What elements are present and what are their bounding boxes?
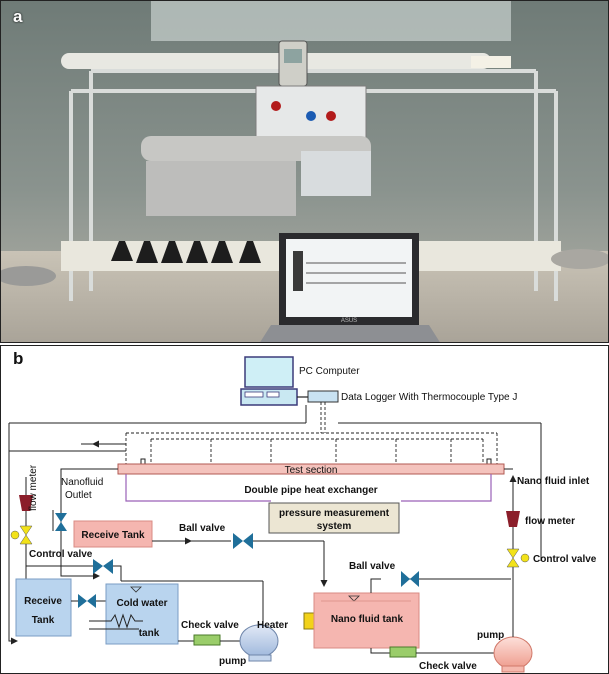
pressure-measurement-box	[268, 502, 400, 534]
pump-left-icon	[239, 624, 279, 662]
cold-water-label-1: Cold water	[116, 598, 167, 609]
panel-a-letter: a	[13, 7, 23, 26]
receive-tank-top-label: Receive Tank	[81, 530, 145, 541]
flow-meter-left-label: flow meter	[28, 464, 39, 511]
ball-valve-right-icon	[401, 571, 419, 587]
pc-computer-icon	[240, 356, 298, 406]
control-valve-left-label: Control valve	[29, 549, 93, 560]
cooling-coil	[89, 613, 143, 629]
cold-water-tank	[105, 583, 179, 645]
check-valve-right-icon	[389, 646, 417, 658]
control-valve-left-icon	[10, 525, 33, 545]
laptop-brand: ASUS	[341, 318, 357, 324]
outlet-valve-icon	[55, 513, 67, 531]
pressure-label-line1: pressure measurement	[279, 508, 390, 519]
flow-meter-right-icon	[506, 511, 520, 527]
panel-b-schematic: b PC Computer Data Logger With Thermocou…	[0, 345, 609, 674]
pc-computer-label: PC Computer	[299, 366, 360, 377]
heater-label: Heater	[257, 620, 288, 631]
check-valve-right-label: Check valve	[419, 661, 477, 672]
nanofluid-inlet-label: Nano fluid inlet	[517, 476, 590, 487]
ball-valve-top-label: Ball valve	[179, 523, 226, 534]
heater-icon	[303, 612, 315, 630]
receive-tank-top	[73, 520, 153, 548]
pressure-label-line2: system	[317, 521, 352, 532]
pump-right-label: pump	[477, 630, 504, 641]
check-valve-left-icon	[193, 634, 221, 646]
experimental-setup-photo: ASUS	[1, 1, 608, 342]
valve-receive-left-icon	[78, 594, 96, 608]
ball-valve-top-icon	[233, 533, 253, 549]
control-valve-right-label: Control valve	[533, 554, 597, 565]
schematic-diagram: PC Computer Data Logger With Thermocoupl…	[8, 356, 597, 673]
control-valve-right-icon	[506, 548, 530, 568]
ball-valve-right-label: Ball valve	[349, 561, 396, 572]
receive-tank-left-label-2: Tank	[32, 615, 55, 626]
nanofluid-outlet-label-1: Nanofluid	[61, 477, 103, 488]
receive-tank-left	[15, 578, 72, 637]
nanofluid-outlet-label-2: Outlet	[65, 490, 92, 501]
cold-water-label-2: tank	[139, 628, 160, 639]
nano-fluid-tank	[313, 592, 420, 649]
receive-tank-left-label-1: Receive	[24, 596, 62, 607]
double-pipe-label: Double pipe heat exchanger	[244, 485, 377, 496]
pump-left-label: pump	[219, 656, 246, 667]
flow-meter-left-icon	[19, 495, 33, 511]
panel-a-photo: ASUS a	[0, 0, 609, 343]
valve-mid-left-icon	[93, 559, 113, 574]
test-section-label: Test section	[285, 465, 338, 476]
check-valve-left-label: Check valve	[181, 620, 239, 631]
pump-right-icon	[493, 636, 533, 673]
data-logger-label: Data Logger With Thermocouple Type J	[341, 392, 517, 403]
nano-fluid-tank-label: Nano fluid tank	[331, 614, 404, 625]
flow-meter-right-label: flow meter	[525, 516, 575, 527]
thermocouple-wiring	[125, 402, 498, 467]
panel-b-letter: b	[13, 349, 24, 368]
data-logger-icon	[307, 390, 339, 403]
